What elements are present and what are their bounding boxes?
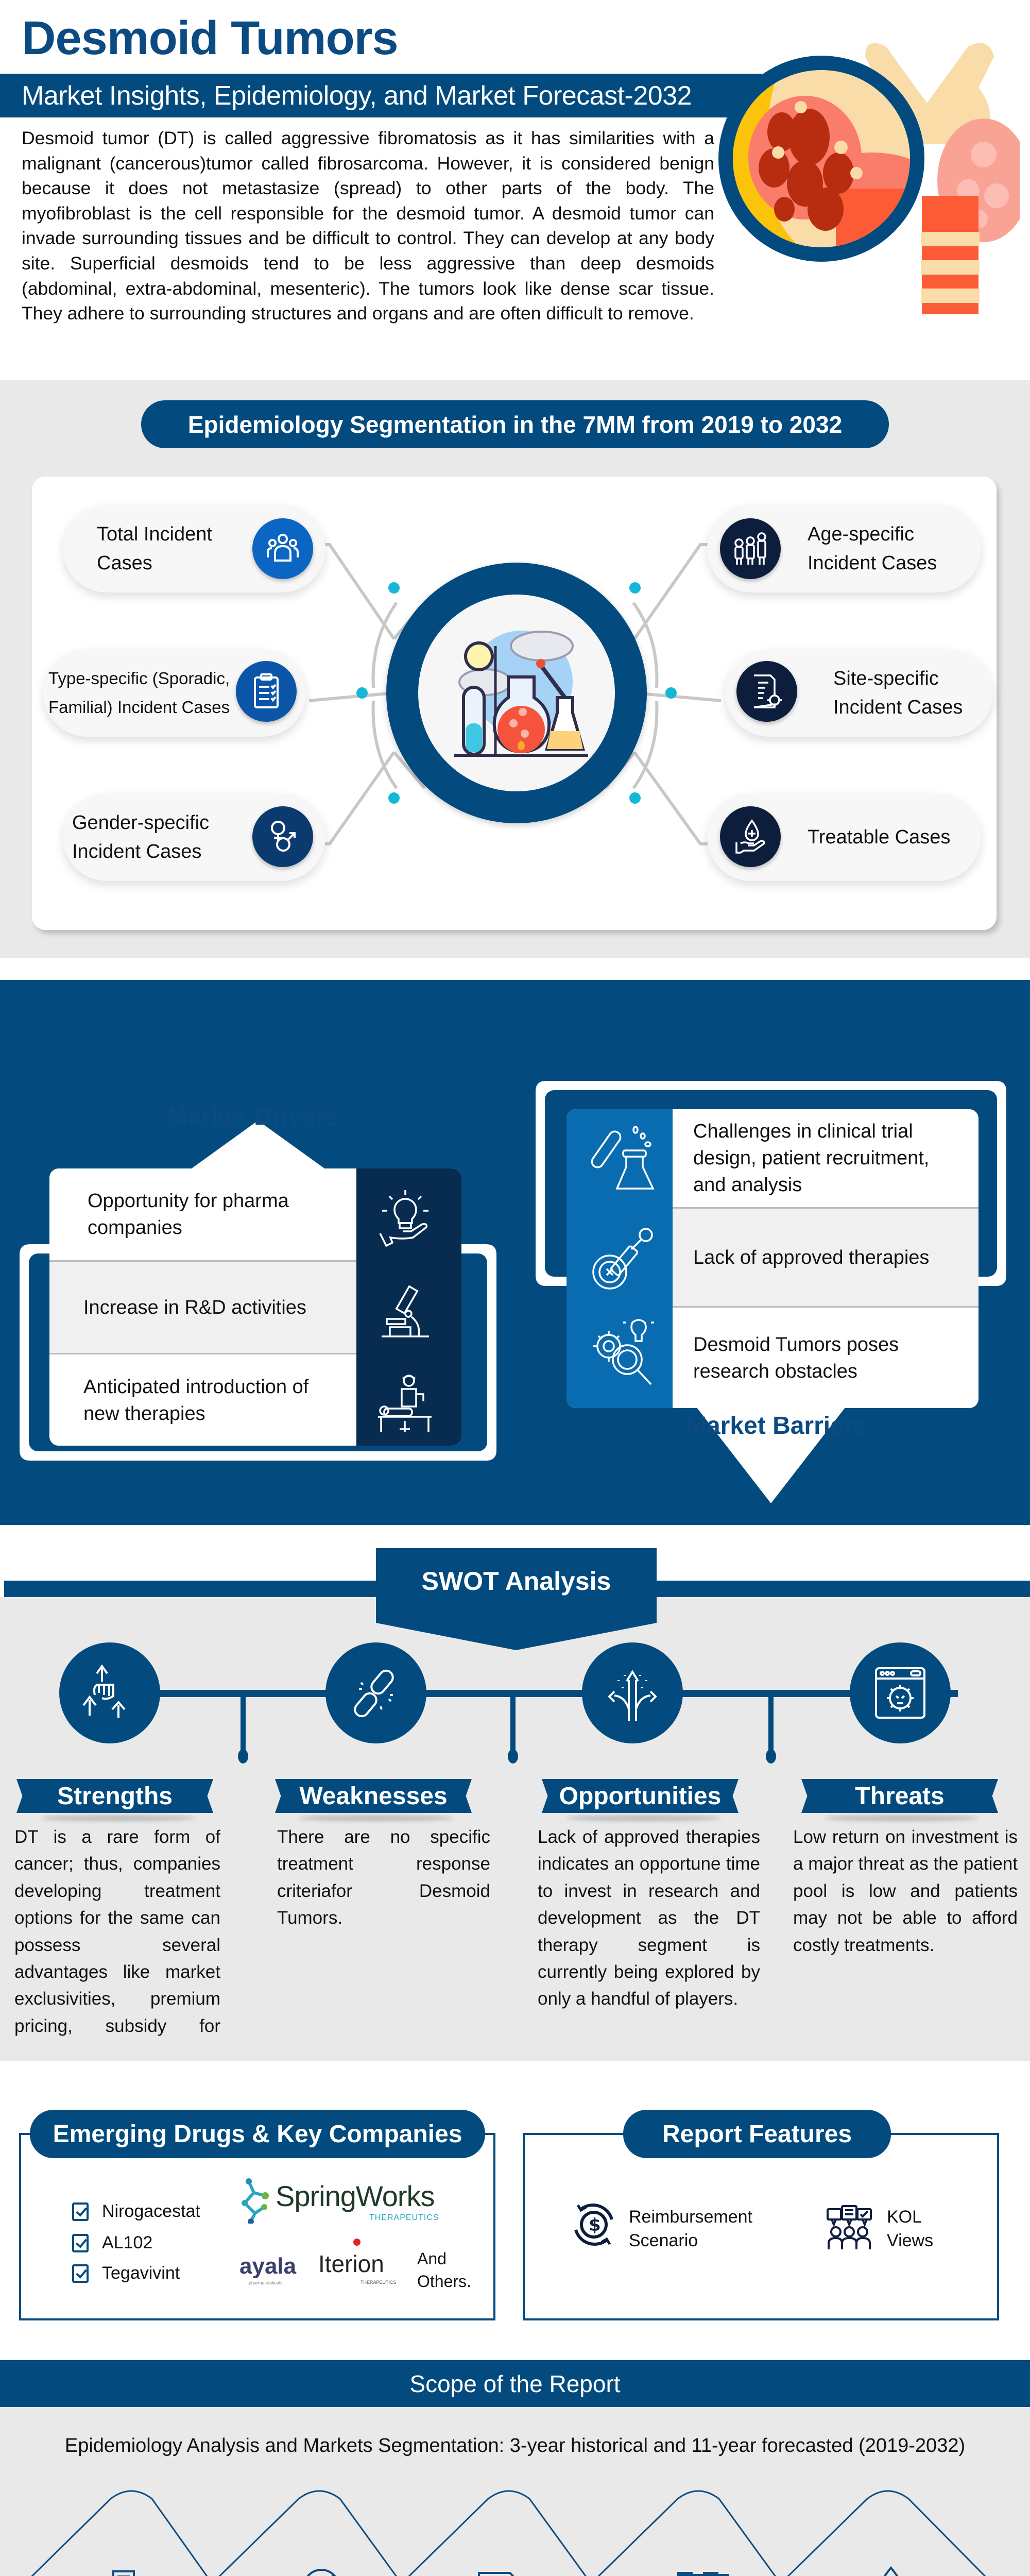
thyroid-illustration (865, 43, 1020, 314)
test-tube-flask-icon (591, 1126, 655, 1190)
drug-item: Tegavivint (72, 2263, 180, 2283)
connector-dot (388, 582, 400, 594)
swot-label-threats: Threats (801, 1779, 998, 1813)
barrier-item: Challenges in clinical trial design, pat… (673, 1109, 978, 1207)
connector-dot (665, 687, 677, 699)
checkbox-icon (72, 2264, 89, 2283)
timeline-stem (241, 1695, 246, 1757)
swot-title-banner (376, 1548, 657, 1650)
page-subtitle: Market Insights, Epidemiology, and Marke… (22, 81, 692, 111)
magnifier-illustration (718, 56, 924, 262)
document-search-icon (478, 2572, 514, 2576)
connector-dot (356, 687, 368, 699)
report-features-title: Report Features (623, 2110, 891, 2158)
barrier-item: Lack of approved therapies (673, 1207, 978, 1306)
center-circle (386, 563, 647, 823)
driver-item: Increase in R&D activities (49, 1260, 356, 1353)
connector-dot (629, 582, 641, 594)
diverging-arrows-icon (582, 1642, 683, 1743)
swot-text-weaknesses: There are no specific treatment response… (277, 1827, 490, 1928)
emerging-drugs-title: Emerging Drugs & Key Companies (30, 2110, 485, 2158)
springworks-logo: SpringWorks THERAPEUTICS (239, 2177, 456, 2224)
and-others-label: And Others. (417, 2249, 471, 2291)
drivers-icon-column (356, 1168, 461, 1446)
timeline-node (766, 1749, 776, 1764)
driver-item: Anticipated introduction of new therapie… (49, 1353, 356, 1446)
analyst-chart-icon (677, 2572, 729, 2576)
iterion-logo: Iterion THERAPEUTICS (318, 2239, 397, 2287)
barrier-item: Desmoid Tumors poses research obstacles (673, 1306, 978, 1408)
swot-label-opportunities: Opportunities (542, 1779, 739, 1813)
virus-window-icon (850, 1642, 951, 1743)
scope-diamonds (31, 2490, 986, 2576)
drivers-list: Opportunity for pharma companies Increas… (49, 1168, 461, 1446)
drug-item: AL102 (72, 2233, 152, 2253)
swot-text-strengths: DT is a rare form of cancer; thus, compa… (14, 1827, 220, 2045)
ribbon-shadow (824, 1815, 978, 1821)
feature-kol-views: KOL Views (887, 2207, 934, 2250)
connector-dot (388, 792, 400, 804)
connector-dot (629, 792, 641, 804)
intro-paragraph: Desmoid tumor (DT) is called aggressive … (22, 128, 714, 324)
lab-flasks-icon (454, 631, 588, 757)
doctor-patient-icon (378, 1375, 432, 1432)
kol-speech-icon (827, 2205, 873, 2250)
timeline-stem (510, 1695, 516, 1757)
epidemiology-title: Epidemiology Segmentation in the 7MM fro… (141, 400, 889, 448)
dollar-cycle-icon: $ (571, 2199, 617, 2250)
drug-item: Nirogacestat (72, 2201, 200, 2222)
clipboard-checklist-icon (236, 661, 297, 722)
checkbox-icon (72, 2202, 89, 2221)
swot-timeline (82, 1690, 958, 1697)
document-gear-icon (736, 661, 797, 722)
gender-symbol-icon (252, 806, 313, 867)
sun-icon (353, 2239, 360, 2246)
swot-label-strengths: Strengths (16, 1779, 213, 1813)
gear-magnifier-icon (593, 1315, 654, 1385)
swot-title: SWOT Analysis (421, 1567, 611, 1596)
page-title: Desmoid Tumors (22, 12, 399, 64)
barriers-list: Challenges in clinical trial design, pat… (566, 1109, 978, 1408)
ribbon-shadow (566, 1815, 721, 1821)
ayala-logo: ayala pharmaceuticals (239, 2253, 297, 2285)
age-family-icon (720, 518, 781, 579)
pills-icon (306, 2569, 336, 2576)
people-group-icon (252, 518, 313, 579)
barriers-icon-column (566, 1109, 673, 1408)
swot-text-threats: Low return on investment is a major thre… (793, 1827, 1018, 1955)
timeline-node (508, 1749, 518, 1764)
emerging-drugs-box (19, 2133, 495, 2320)
hand-drop-icon (720, 806, 781, 867)
barriers-title: Market Barriers (686, 1412, 868, 1439)
swot-label-weaknesses: Weaknesses (275, 1779, 472, 1813)
feature-reimbursement: Reimbursement Scenario (629, 2207, 752, 2250)
rejected-stamp-icon (592, 1228, 653, 1290)
drivers-title: Market Drivers (167, 1103, 339, 1130)
tumor-closeup-icon (733, 70, 910, 247)
svg-text:$: $ (589, 2215, 601, 2235)
timeline-node (238, 1749, 248, 1764)
scope-subtitle: Epidemiology Analysis and Markets Segmen… (64, 2435, 966, 2456)
growth-arrows-icon (59, 1642, 160, 1743)
subtitle-band (0, 74, 762, 117)
hand-drop-plus-icon (883, 2566, 899, 2576)
scope-title: Scope of the Report (0, 2360, 1030, 2407)
timeline-stem (768, 1695, 774, 1757)
ribbon-shadow (299, 1815, 453, 1821)
driver-item: Opportunity for pharma companies (49, 1168, 356, 1260)
molecule-icon (242, 2178, 269, 2224)
microscope-icon (382, 1285, 429, 1337)
ribbon-shadow (41, 1815, 196, 1821)
meeting-icon (112, 2570, 135, 2576)
lightbulb-hand-icon (379, 1190, 428, 1247)
swot-text-opportunities: Lack of approved therapies indicates an … (538, 1827, 760, 2009)
broken-chain-icon (325, 1642, 426, 1743)
checkbox-icon (72, 2233, 89, 2252)
